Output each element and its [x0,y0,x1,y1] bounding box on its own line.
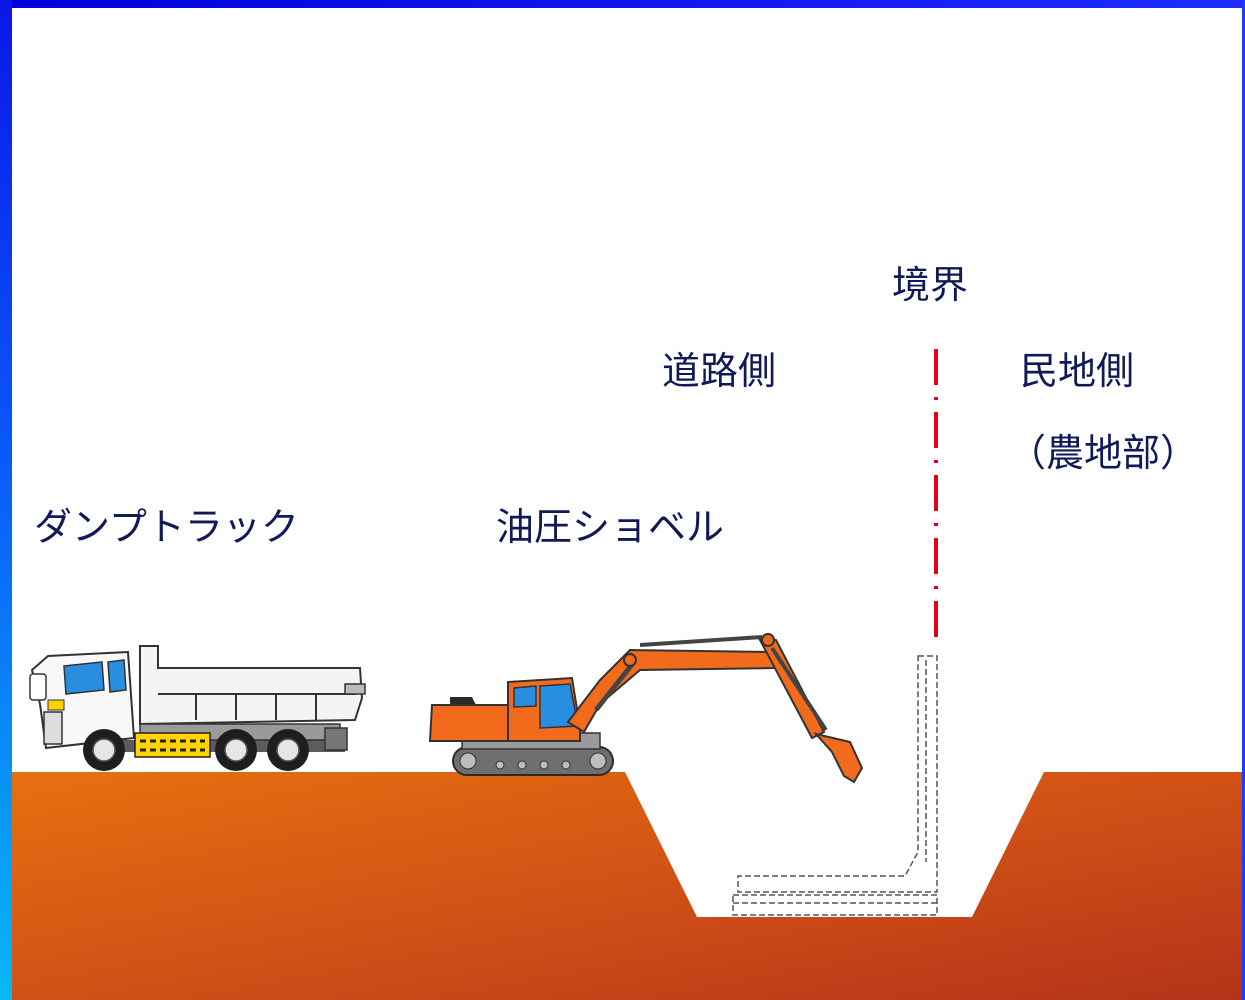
dump-truck-label: ダンプトラック [34,505,299,549]
farmland-label: （農地部） [1008,431,1199,475]
dump-truck [29,645,366,771]
retaining-wall [732,655,938,916]
frame-top-bar [0,0,1245,8]
private-land-side-label: 民地側 [1020,349,1135,393]
truck-wheel [267,729,309,771]
road-side-label: 道路側 [662,349,777,393]
ground-soil [12,772,1242,1000]
hydraulic-shovel-label: 油圧ショベル [496,505,725,549]
frame-left-bar [0,0,12,1000]
truck-wheel [215,729,257,771]
boundary-label: 境界 [892,263,969,307]
hydraulic-excavator [428,633,864,784]
frame-right-bar [1242,0,1245,1000]
truck-wheel [83,729,125,771]
